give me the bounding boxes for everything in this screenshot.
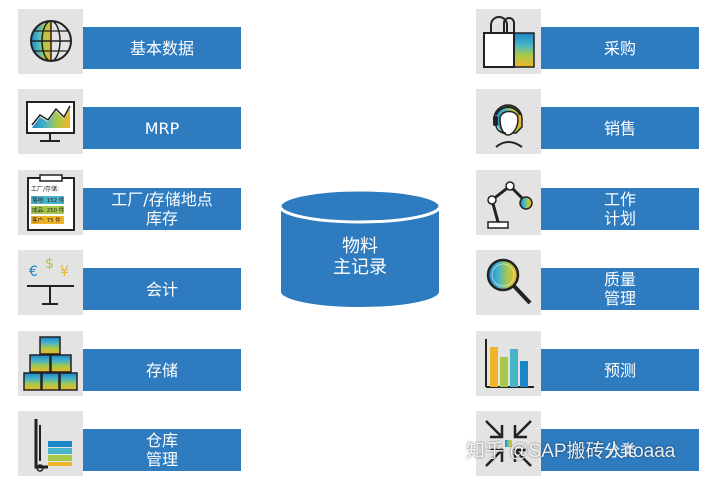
item-accounting[interactable]: € $ ¥ 会计 <box>18 250 243 315</box>
item-label: 预测 <box>541 349 699 391</box>
item-label: 采购 <box>541 27 699 69</box>
svg-text:$: $ <box>45 256 54 272</box>
item-warehouse[interactable]: 仓库 管理 <box>18 411 243 476</box>
item-label: 质量 管理 <box>541 268 699 310</box>
item-basic-data[interactable]: 基本数据 <box>18 9 243 74</box>
item-forecast[interactable]: 预测 <box>476 331 701 396</box>
inventory-row: 客户: 75 件 <box>32 216 61 224</box>
item-storage[interactable]: 存储 <box>18 331 243 396</box>
magnifier-icon <box>476 250 541 315</box>
material-master-label: 物料 主记录 <box>333 236 387 278</box>
arrows-converge-icon <box>476 411 541 476</box>
item-label: MRP <box>83 107 241 149</box>
database-cylinder-icon <box>278 188 442 309</box>
currency-scale-icon: € $ ¥ <box>18 250 83 315</box>
item-quality-management[interactable]: 质量 管理 <box>476 250 701 315</box>
item-purchasing[interactable]: 采购 <box>476 9 701 74</box>
item-label: 存储 <box>83 349 241 391</box>
inventory-list-icon: 工厂/存储: 落地: 152 件 成品: 250 件 客户: 75 件 <box>18 170 83 235</box>
item-label: 会计 <box>83 268 241 310</box>
globe-icon <box>18 9 83 74</box>
shopping-bag-icon <box>476 9 541 74</box>
svg-text:€: € <box>29 264 38 280</box>
item-label: 工厂/存储地点 库存 <box>83 188 241 230</box>
robot-arm-icon <box>476 170 541 235</box>
forklift-icon <box>18 411 83 476</box>
item-plant-storage[interactable]: 工厂/存储: 落地: 152 件 成品: 250 件 客户: 75 件 工厂/存… <box>18 170 243 235</box>
svg-text:¥: ¥ <box>60 264 69 280</box>
inventory-row: 落地: 152 件 <box>32 196 65 204</box>
bar-chart-icon <box>476 331 541 396</box>
inventory-row: 成品: 250 件 <box>32 206 65 214</box>
item-sales[interactable]: 销售 <box>476 89 701 154</box>
watermark: 知乎 @SAP搬砖人itoaaa <box>466 441 676 462</box>
item-label: 基本数据 <box>83 27 241 69</box>
item-mrp[interactable]: MRP <box>18 89 243 154</box>
item-label: 工作 计划 <box>541 188 699 230</box>
item-work-planning[interactable]: 工作 计划 <box>476 170 701 235</box>
item-label: 分类 <box>541 429 699 471</box>
stacked-boxes-icon <box>18 331 83 396</box>
item-classification[interactable]: 分类 <box>476 411 701 476</box>
monitor-chart-icon <box>18 89 83 154</box>
item-label: 仓库 管理 <box>83 429 241 471</box>
inventory-title: 工厂/存储: <box>31 185 59 193</box>
item-label: 销售 <box>541 107 699 149</box>
headset-agent-icon <box>476 89 541 154</box>
